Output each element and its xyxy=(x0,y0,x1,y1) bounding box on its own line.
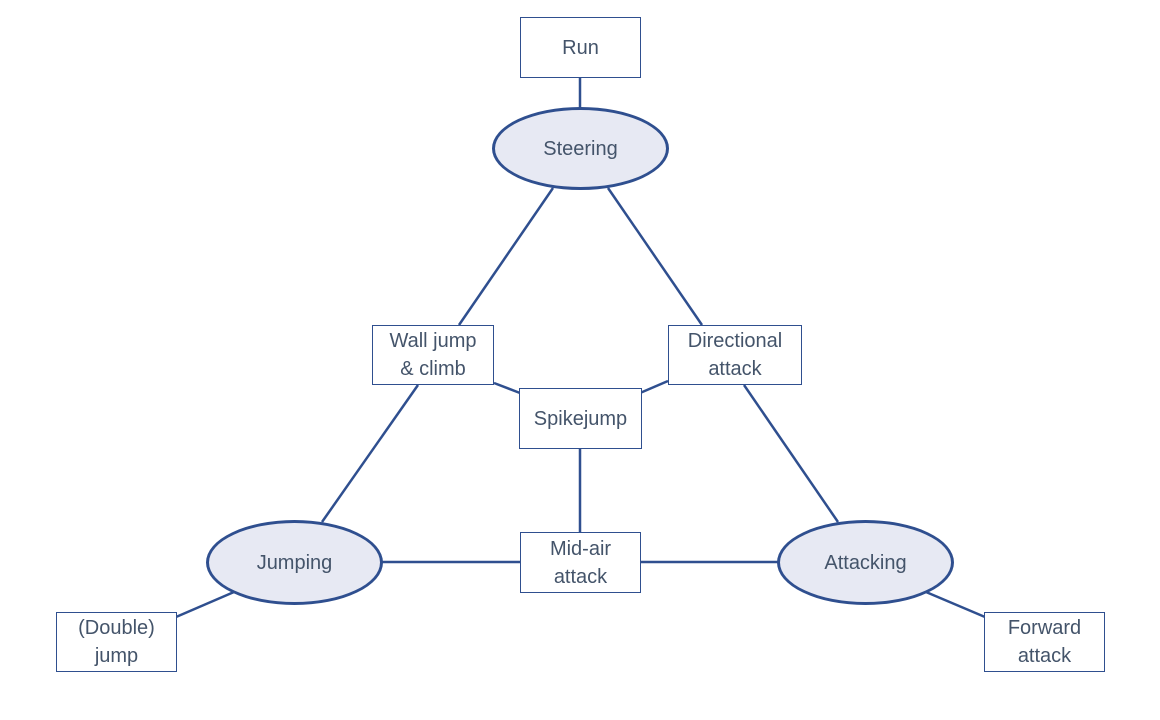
node-spikejump-label: Spikejump xyxy=(533,407,628,430)
node-mid-air-attack-label: Mid-air attack xyxy=(549,537,612,588)
node-run-label: Run xyxy=(562,36,599,59)
node-double-jump: (Double) jump xyxy=(56,612,177,672)
edge-wall-jump-spikejump xyxy=(493,381,521,395)
node-wall-jump-climb: Wall jump & climb xyxy=(372,325,494,385)
node-jumping-label: Jumping xyxy=(256,551,333,574)
node-steering: Steering xyxy=(492,107,669,190)
node-wall-jump-climb-label: Wall jump & climb xyxy=(389,330,477,380)
edge-jumping-double-jump xyxy=(175,590,235,619)
node-spikejump: Spikejump xyxy=(519,388,642,449)
node-steering-label: Steering xyxy=(543,137,618,160)
node-attacking-label: Attacking xyxy=(824,551,907,574)
node-jumping: Jumping xyxy=(206,520,383,605)
node-double-jump-label: (Double) jump xyxy=(78,617,155,667)
node-mid-air-attack: Mid-air attack xyxy=(520,532,641,593)
node-attacking: Attacking xyxy=(777,520,954,605)
edge-attacking-forward-attack xyxy=(925,590,986,619)
node-run: Run xyxy=(520,17,641,78)
edge-steering-wall-jump xyxy=(457,187,555,326)
edge-directional-attack-attacking xyxy=(742,384,840,523)
node-forward-attack: Forward attack xyxy=(984,612,1105,672)
edge-directional-attack-spikejump xyxy=(639,379,669,395)
edge-wall-jump-jumping xyxy=(320,384,420,523)
node-directional-attack: Directional attack xyxy=(668,325,802,385)
node-forward-attack-label: Forward attack xyxy=(1007,617,1082,667)
edge-steering-directional-attack xyxy=(606,187,704,326)
node-directional-attack-label: Directional attack xyxy=(687,330,783,380)
